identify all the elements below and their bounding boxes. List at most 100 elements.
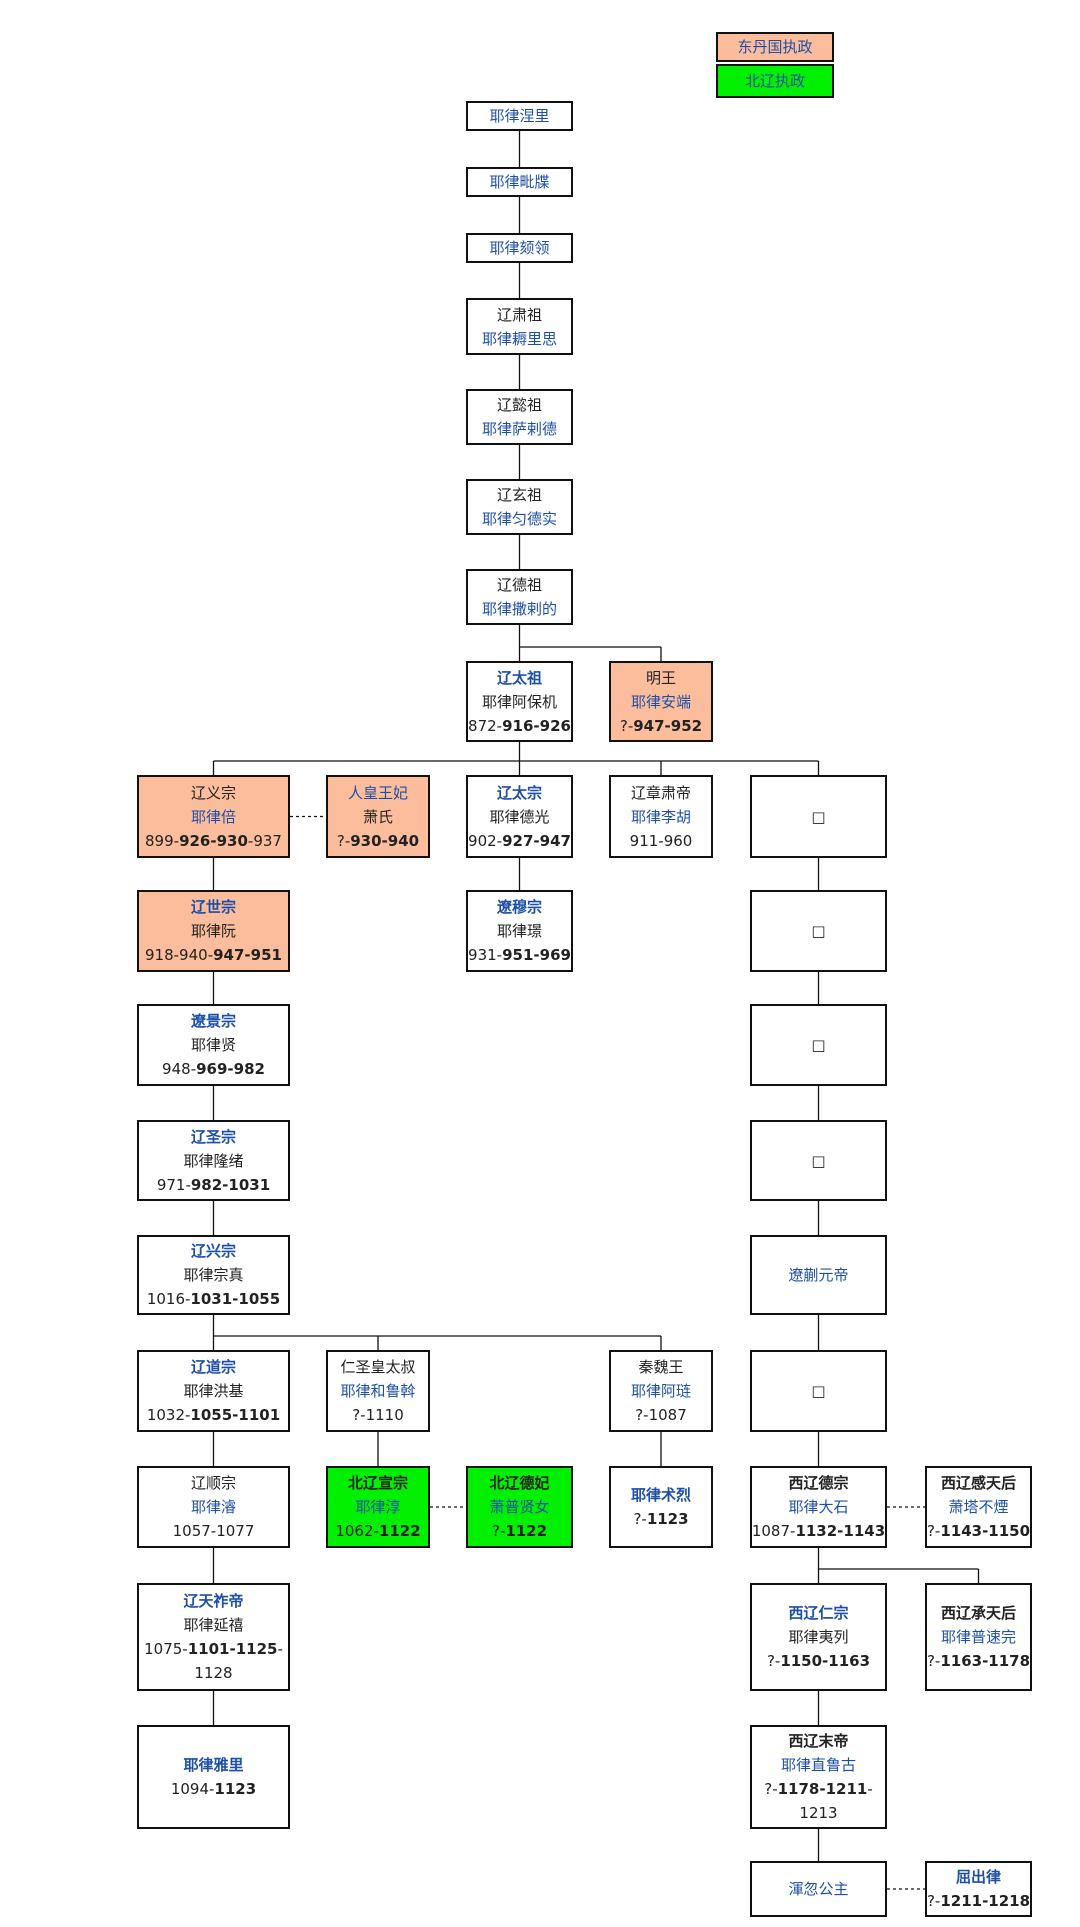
node-line: 耶律夷列 [788, 1625, 848, 1649]
node-line: 西辽仁宗 [788, 1601, 848, 1625]
person-node-r5: □ [750, 1350, 887, 1432]
node-text: 萧普贤女 [489, 1498, 550, 1516]
node-line: 耶律阮 [191, 919, 236, 943]
node-text: 辽兴宗 [190, 1242, 236, 1260]
node-text: 耶律李胡 [630, 807, 691, 826]
node-text: 899- [145, 831, 180, 850]
node-text: 1094- [170, 1780, 215, 1798]
node-line: 耶律雅里 [183, 1753, 243, 1777]
person-node-yali: 耶律雅里 1094-1123 [137, 1725, 290, 1829]
node-line: 902-927-947 [468, 829, 571, 853]
node-text: 辽义宗 [190, 783, 236, 802]
node-text: 渾忽公主 [788, 1880, 849, 1898]
node-text: ?- [926, 1652, 941, 1670]
node-line: 遼景宗 [191, 1009, 236, 1033]
node-line: 1094-1123 [171, 1777, 256, 1801]
node-text: □ [811, 1036, 826, 1054]
node-text: 1211-1218 [940, 1892, 1031, 1910]
node-line: 耶律颏领 [489, 236, 549, 260]
node-text: 948- [162, 1060, 197, 1078]
node-line: ?-1122 [492, 1519, 547, 1543]
person-node-xingzong: 辽兴宗耶律宗真 1016-1031-1055 [137, 1235, 290, 1315]
person-node-shulie: 耶律术烈 ?-1123 [609, 1466, 713, 1548]
person-node-suzu: 辽肃祖耶律耨里思 [466, 298, 573, 355]
person-node-renzong: 西辽仁宗耶律夷列?-1150-1163 [750, 1583, 887, 1691]
node-text: 辽圣宗 [190, 1127, 236, 1146]
node-line: ?-1211-1218 [927, 1889, 1030, 1913]
node-text: 1122 [378, 1522, 421, 1540]
node-text: 耶律倍 [190, 807, 236, 826]
node-line: 遼蒯元帝 [788, 1263, 848, 1287]
node-line: 辽德祖 [497, 573, 542, 597]
node-line: 辽太祖 [497, 666, 542, 690]
node-line: 辽义宗 [191, 781, 236, 805]
node-line: 北辽德妃 [489, 1471, 549, 1495]
node-text: ?- [619, 716, 634, 735]
node-line: 辽太宗 [497, 781, 542, 805]
node-text: - [867, 1780, 873, 1798]
node-text: 西辽感天后 [940, 1474, 1016, 1492]
node-text: 耶律雅里 [183, 1756, 244, 1774]
node-text: 1062- [335, 1522, 379, 1540]
node-text: 遼穆宗 [496, 898, 542, 916]
person-node-huntu: 渾忽公主 [750, 1861, 887, 1917]
node-text: 辽天祚帝 [183, 1592, 244, 1610]
node-text: 969-982 [196, 1060, 265, 1078]
node-text: 916-926 [502, 716, 571, 735]
person-node-r1: □ [750, 775, 887, 858]
node-text: 耶律涅里 [489, 107, 550, 125]
person-node-r3: □ [750, 1004, 887, 1086]
node-line: 耶律璟 [497, 919, 542, 943]
node-text: 耶律术烈 [630, 1486, 691, 1504]
node-line: 1016-1031-1055 [147, 1287, 280, 1311]
person-node-yuanyuan: 遼蒯元帝 [750, 1235, 887, 1315]
node-text: ?-1087 [635, 1406, 687, 1424]
node-text: 辽肃祖 [496, 305, 542, 324]
node-text: 耶律大石 [788, 1498, 849, 1516]
person-node-chengtian: 西辽承天后耶律普速完?-1163-1178 [925, 1583, 1032, 1691]
person-node-mingwang: 明王耶律安端?-947-952 [609, 661, 713, 742]
node-line: 辽圣宗 [191, 1125, 236, 1149]
node-text: 遼景宗 [190, 1012, 236, 1030]
node-text: ?-1110 [352, 1406, 404, 1424]
node-text: 耶律耨里思 [481, 329, 557, 348]
person-node-nieli: 耶律涅里 [466, 101, 573, 131]
node-line: 1128 [194, 1661, 232, 1685]
node-text: 1032- [146, 1406, 191, 1424]
person-node-taizong: 辽太宗耶律德光 902-927-947 [466, 775, 573, 858]
node-text: 北辽宣宗 [347, 1474, 408, 1492]
node-line: 辽顺宗 [191, 1471, 236, 1495]
node-line: ?-1123 [633, 1507, 688, 1531]
node-line: ?-1178-1211- [764, 1777, 873, 1801]
node-line: 耶律贤 [191, 1033, 236, 1057]
node-text: 耶律撒剌的 [481, 600, 557, 618]
node-text: 耶律德光 [489, 807, 550, 826]
node-line: 辽道宗 [191, 1355, 236, 1379]
node-line: 耶律术烈 [631, 1483, 691, 1507]
node-text: 1150-1163 [780, 1652, 871, 1670]
node-line: 耶律耨里思 [482, 327, 557, 351]
node-line: 971-982-1031 [157, 1173, 270, 1197]
node-text: 辽德祖 [496, 576, 542, 594]
node-text: 耶律阿琏 [630, 1382, 691, 1400]
node-text: 耶律璟 [496, 922, 542, 940]
node-text: 1101-1125 [187, 1640, 278, 1658]
node-text: 927-947 [502, 831, 571, 850]
node-text: 951-969 [502, 946, 571, 964]
node-text: ?- [764, 1780, 778, 1798]
node-text: 1122 [505, 1522, 548, 1540]
node-text: ?- [633, 1510, 647, 1528]
person-node-quchulu: 屈出律?-1211-1218 [925, 1861, 1032, 1917]
node-text: 明王 [645, 668, 676, 687]
node-text: 耶律阮 [190, 922, 236, 940]
node-text: 耶律宗真 [183, 1266, 244, 1284]
node-text: 遼蒯元帝 [788, 1266, 849, 1284]
node-text: 1087- [751, 1522, 796, 1540]
node-line: ?-1110 [352, 1403, 404, 1427]
node-text: 耶律贤 [190, 1036, 236, 1054]
node-text: 902- [468, 831, 503, 850]
